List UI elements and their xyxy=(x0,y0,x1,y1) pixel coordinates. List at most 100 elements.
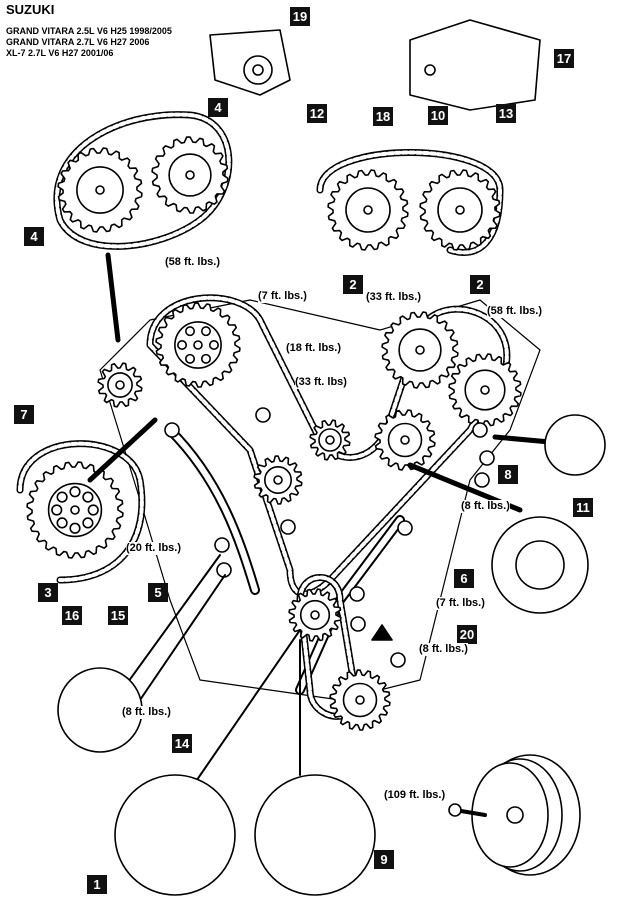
torque-label-right-sprocket: (58 ft. lbs.) xyxy=(487,305,543,318)
upper-right-cam-gear-a-bore xyxy=(363,205,373,215)
torque-label-right-guide: (8 ft. lbs.) xyxy=(461,500,510,513)
torque-label-tensioner: (18 ft. lbs.) xyxy=(286,342,342,355)
torque-label-lower-guide: (7 ft. lbs.) xyxy=(436,597,485,610)
idler-left-hub xyxy=(107,372,133,398)
callout-13: 13 xyxy=(496,104,516,123)
upper-right-cam-gear-b-hub xyxy=(437,187,483,233)
upper-right-cam-gear-a xyxy=(327,169,409,251)
leader-8-to-detail xyxy=(492,434,553,445)
crank-sprocket-lower-teeth xyxy=(288,588,342,642)
water-pump-sprocket-bore xyxy=(273,475,283,485)
callout-14: 14 xyxy=(172,734,192,753)
upper-left-cam-gear-a-hub xyxy=(76,166,124,214)
crank-sprocket-upper-hole xyxy=(177,339,188,350)
left-exploded-sprocket-hub xyxy=(47,482,103,538)
callout-3: 3 xyxy=(38,583,58,602)
model-line-1: GRAND VITARA 2.5L V6 H25 1998/2005 xyxy=(6,26,172,36)
right-cam-sprocket-b-teeth xyxy=(448,353,522,427)
idler-left-teeth xyxy=(97,362,143,408)
right-cam-sprocket-bore xyxy=(415,345,425,355)
leader-15-to-detail xyxy=(114,554,221,701)
torque-label-cam-bolt: (33 ft. lbs.) xyxy=(366,291,422,304)
bolt-1 xyxy=(214,537,230,553)
oil-pump-sprocket-teeth xyxy=(374,409,436,471)
callout-18: 18 xyxy=(373,107,393,126)
callout-12: 12 xyxy=(307,104,327,123)
right-cam-sprocket-teeth xyxy=(381,311,459,389)
right-cam-sprocket xyxy=(381,311,459,389)
oil-pump-sprocket xyxy=(374,409,436,471)
upper-left-cam-gear-b-bore xyxy=(185,170,195,180)
left-exploded-sprocket xyxy=(26,461,124,559)
bracket-18 xyxy=(409,19,541,111)
model-line-3: XL-7 2.7L V6 H27 2001/06 xyxy=(6,48,114,58)
idler-left-bore xyxy=(115,380,125,390)
left-exploded-sprocket-hole xyxy=(69,522,81,534)
right-cam-sprocket-b xyxy=(448,353,522,427)
right-cam-sprocket-b-bore xyxy=(480,385,490,395)
upper-left-chain xyxy=(53,111,233,250)
left-exploded-sprocket-hole xyxy=(69,486,81,498)
right-cam-sprocket-hub xyxy=(398,328,442,372)
leader-1-to-detail xyxy=(189,629,301,791)
torque-label-lower-bolts: (8 ft. lbs.) xyxy=(419,643,468,656)
water-pump-sprocket-hub xyxy=(263,465,292,494)
right-cam-sprocket-b-hub xyxy=(464,369,506,411)
callout-17: 17 xyxy=(554,49,574,68)
leader-7-to-block xyxy=(87,417,158,483)
leader-4-to-block xyxy=(105,252,121,343)
callout-2-right: 2 xyxy=(470,275,490,294)
bolt-9 xyxy=(479,450,495,466)
upper-left-cam-gear-b-teeth xyxy=(151,136,229,214)
callout-4-lower: 4 xyxy=(24,227,44,246)
callout-8: 8 xyxy=(498,465,518,484)
crank-pulley-bolt-head xyxy=(448,803,462,817)
oil-pump-sprocket-hub xyxy=(387,422,423,458)
callout-6: 6 xyxy=(454,569,474,588)
upper-left-cam-gear-a-teeth xyxy=(57,147,143,233)
torque-label-tensioner-bolts: (8 ft. lbs.) xyxy=(122,706,171,719)
crank-sprocket-upper-hole xyxy=(208,339,219,350)
upper-right-cam-gear-b-teeth xyxy=(419,169,501,251)
callout-2-left: 2 xyxy=(343,275,363,294)
idler-center xyxy=(309,419,351,461)
detail-circle-1 xyxy=(114,774,236,896)
idler-center-teeth xyxy=(309,419,351,461)
bolt-0 xyxy=(164,422,180,438)
left-exploded-sprocket-hole xyxy=(82,491,94,503)
water-pump-sprocket-teeth xyxy=(253,455,303,505)
left-exploded-sprocket-hole xyxy=(87,504,99,516)
callout-19: 19 xyxy=(290,7,310,26)
bolt-3 xyxy=(255,407,271,423)
left-exploded-chain-links xyxy=(18,441,144,582)
upper-right-chain xyxy=(316,149,504,256)
water-pump-sprocket xyxy=(253,455,303,505)
upper-left-cam-gear-a xyxy=(57,147,143,233)
crank-sprocket-upper xyxy=(155,302,241,388)
warning-triangle xyxy=(371,624,393,641)
idler-left xyxy=(97,362,143,408)
detail-circle-8 xyxy=(544,414,606,476)
crank-sprocket-upper-teeth xyxy=(155,302,241,388)
callout-9: 9 xyxy=(374,850,394,869)
left-exploded-sprocket-bore xyxy=(70,505,80,515)
callout-11: 11 xyxy=(573,498,593,517)
leader-16-to-detail xyxy=(139,574,226,701)
callout-15: 15 xyxy=(108,606,128,625)
lower-oil-sprocket-teeth xyxy=(329,669,391,731)
torque-label-left-tensioner: (20 ft. lbs.) xyxy=(126,542,182,555)
torque-label-upper-guide: (7 ft. lbs.) xyxy=(258,290,307,303)
upper-right-cam-gear-b xyxy=(419,169,501,251)
callout-16: 16 xyxy=(62,606,82,625)
lower-oil-sprocket-bore xyxy=(355,695,365,705)
tensioner-19-pulley-bore xyxy=(252,64,264,76)
upper-left-cam-gear-a-bore xyxy=(95,185,105,195)
upper-right-cam-gear-b-bore xyxy=(455,205,465,215)
upper-left-chain-links xyxy=(54,112,231,249)
left-exploded-sprocket-hole xyxy=(82,517,94,529)
torque-label-crank-sprocket: (58 ft. lbs.) xyxy=(165,256,221,269)
crank-sprocket-upper-hole xyxy=(200,353,211,364)
engine-block-outline xyxy=(99,299,541,701)
bolt-4 xyxy=(280,519,296,535)
